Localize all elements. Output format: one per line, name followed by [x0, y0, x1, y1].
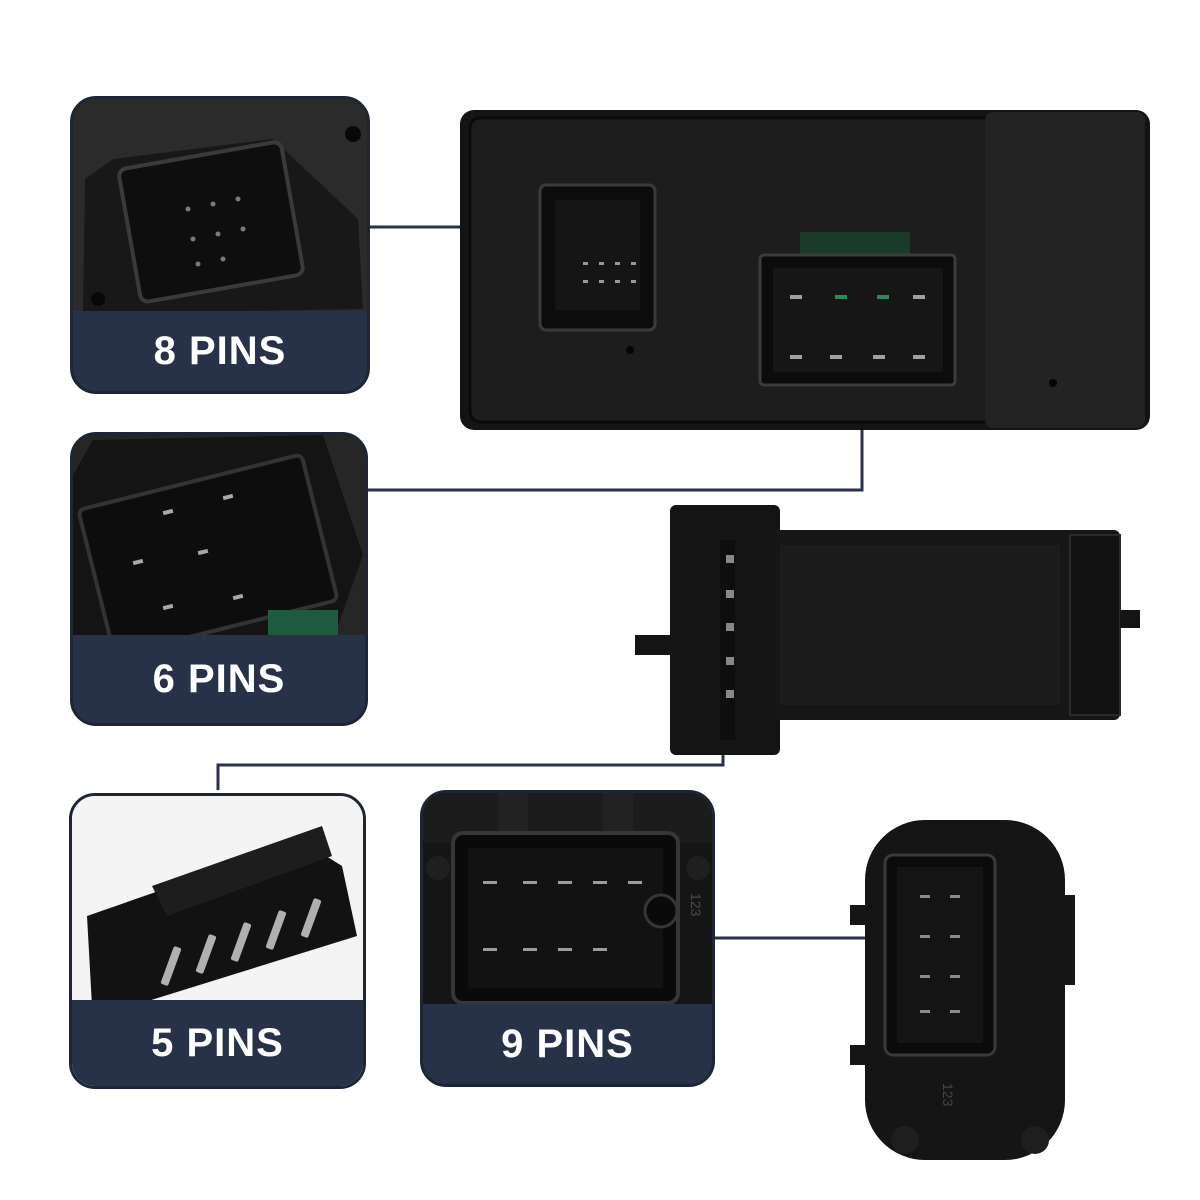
- callout-label-6-pins: 6 PINS: [73, 635, 365, 723]
- callout-6-pins: 6 PINS: [70, 432, 368, 726]
- connector-closeup-9-pins: 123: [423, 793, 712, 1008]
- callout-9-pins: 123 9 PINS: [420, 790, 715, 1087]
- switch-module-back-view: [460, 110, 1150, 430]
- connector-closeup-6-pins: [73, 435, 365, 640]
- callout-5-pins: 5 PINS: [69, 793, 366, 1089]
- small-switch-front-view: 123: [850, 820, 1075, 1160]
- callout-label-9-pins: 9 PINS: [423, 1004, 712, 1084]
- callout-label-5-pins: 5 PINS: [72, 1000, 363, 1086]
- connector-marking-a: 123: [940, 1083, 956, 1107]
- callout-8-pins: 8 PINS: [70, 96, 370, 394]
- callout-label-8-pins: 8 PINS: [73, 311, 367, 391]
- connector-closeup-8-pins: [73, 99, 367, 314]
- connector-marking-b: 123: [688, 893, 704, 917]
- switch-side-view: [635, 505, 1140, 755]
- connector-closeup-5-pins: [72, 796, 363, 1006]
